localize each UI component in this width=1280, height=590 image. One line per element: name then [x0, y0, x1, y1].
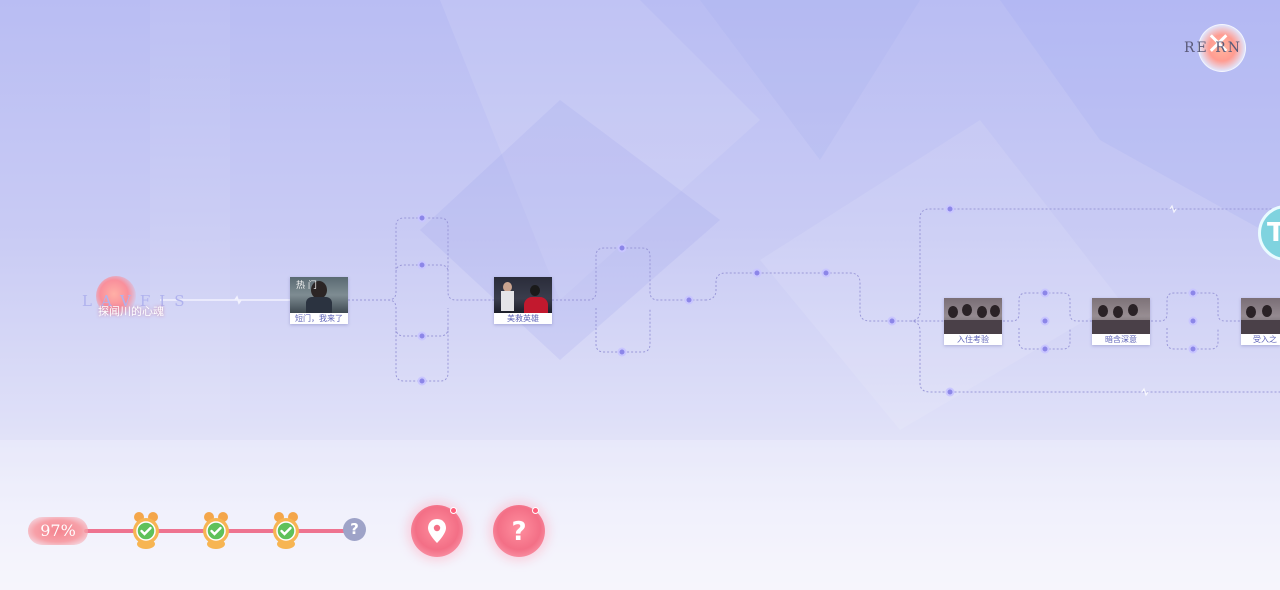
notification-dot	[532, 507, 539, 514]
unknown-milestone-icon[interactable]: ?	[343, 518, 366, 541]
story-node-image	[494, 277, 552, 313]
bear-milestone-completed-icon[interactable]	[201, 511, 231, 549]
story-node-caption: 入住考验	[957, 335, 989, 344]
location-button[interactable]	[411, 505, 463, 557]
return-button-label: RE RN	[1184, 40, 1243, 56]
route-dot[interactable]	[821, 268, 831, 278]
route-dot[interactable]	[617, 243, 627, 253]
route-dot[interactable]	[684, 295, 694, 305]
story-node-caption: 短门，我来了	[295, 314, 343, 323]
route-dot[interactable]	[417, 260, 427, 270]
story-node[interactable]: 暗含深意	[1092, 298, 1150, 345]
progress-percent: 97%	[40, 521, 76, 540]
side-tab-label: Ti	[1267, 218, 1280, 248]
route-dot[interactable]	[945, 387, 955, 397]
route-dot[interactable]	[1040, 288, 1050, 298]
story-node[interactable]: 美救英雄	[494, 277, 552, 324]
close-x-icon: ✕	[1206, 27, 1232, 62]
story-node-image	[1092, 298, 1150, 334]
route-dot[interactable]	[417, 213, 427, 223]
start-node-orb[interactable]	[96, 276, 136, 316]
story-node[interactable]: 入住考验	[944, 298, 1002, 345]
story-node-image	[1241, 298, 1280, 334]
question-icon: ?	[511, 517, 526, 547]
start-node-title: LAVFIS	[82, 292, 194, 310]
story-node[interactable]: 热 门 短门，我来了	[290, 277, 348, 324]
route-dot[interactable]	[417, 331, 427, 341]
svg-text:?: ?	[511, 517, 526, 547]
route-dot[interactable]	[945, 204, 955, 214]
route-dot[interactable]	[617, 347, 627, 357]
story-node-caption: 美救英雄	[507, 314, 539, 323]
route-dot[interactable]	[887, 316, 897, 326]
route-dot[interactable]	[417, 376, 427, 386]
bear-milestone-completed-icon[interactable]	[131, 511, 161, 549]
story-node-caption: 暗含深意	[1105, 335, 1137, 344]
bear-milestone-completed-icon[interactable]	[271, 511, 301, 549]
story-node[interactable]: 受入之	[1241, 298, 1280, 345]
progress-percent-badge: 97%	[28, 517, 88, 545]
location-pin-icon	[428, 519, 446, 543]
story-node-image	[944, 298, 1002, 334]
route-dot[interactable]	[752, 268, 762, 278]
side-tab-button[interactable]: Ti	[1258, 205, 1280, 261]
route-dot[interactable]	[1040, 344, 1050, 354]
story-node-image-sign: 热 门	[296, 281, 317, 291]
route-dot[interactable]	[1040, 316, 1050, 326]
story-node-image: 热 门	[290, 277, 348, 313]
return-button[interactable]: ✕ RE RN	[1184, 22, 1264, 74]
hint-button[interactable]: ?	[493, 505, 545, 557]
notification-dot	[450, 507, 457, 514]
route-dot[interactable]	[1188, 288, 1198, 298]
route-dot[interactable]	[1188, 344, 1198, 354]
route-dot[interactable]	[1188, 316, 1198, 326]
return-orb	[1198, 24, 1246, 72]
story-node-caption: 受入之	[1253, 335, 1277, 344]
start-node-caption: 探闻川的心魂	[98, 305, 164, 318]
